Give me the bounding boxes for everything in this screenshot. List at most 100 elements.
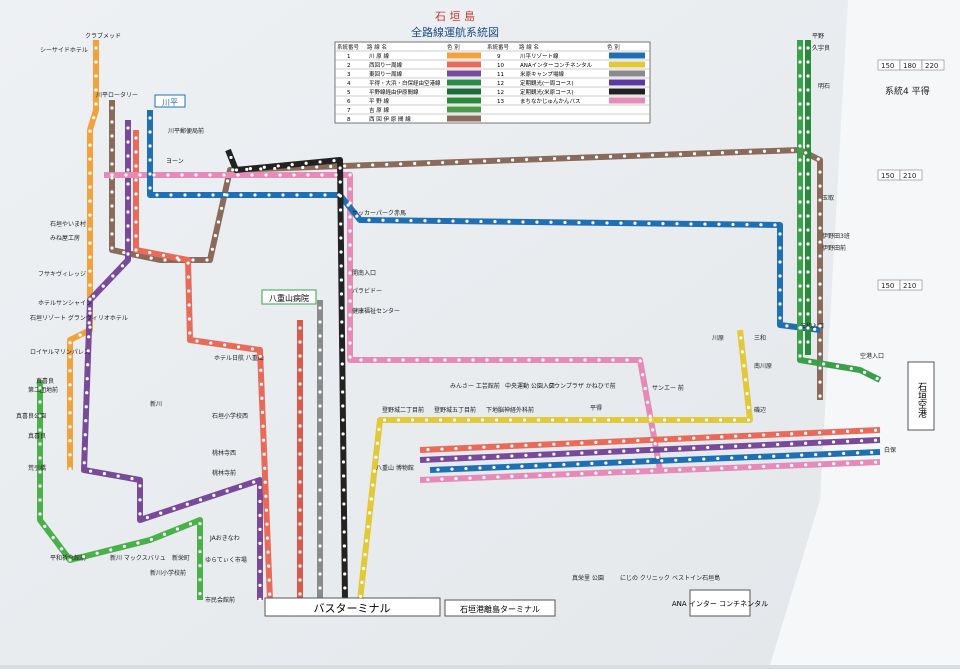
stop-dot <box>622 439 626 443</box>
stop-dot <box>619 221 623 225</box>
stop-dot <box>371 163 375 167</box>
stop-dot <box>513 358 517 362</box>
stop-dot <box>341 418 345 422</box>
stop-dot <box>369 497 373 501</box>
stop-daini: 第二団地前 <box>28 386 58 394</box>
stop-dot <box>790 432 794 436</box>
legend-swatch <box>447 115 481 122</box>
stop-paradise: パラビドー <box>352 287 382 295</box>
stop-dot <box>298 452 302 456</box>
stop-dot <box>798 354 802 358</box>
stop-dot <box>746 418 751 422</box>
stop-dot <box>195 339 199 343</box>
stop-dot <box>341 446 345 450</box>
stop-dot <box>198 550 202 554</box>
stop-dot <box>298 340 302 344</box>
airport-label: 石垣空港 <box>916 382 927 418</box>
stop-dot <box>298 564 302 568</box>
stop-dot <box>653 442 657 446</box>
stop-dot <box>295 193 299 197</box>
stop-dot <box>364 539 369 543</box>
stop-dot <box>454 456 458 461</box>
stop-dot <box>786 454 790 458</box>
stop-dot <box>360 580 364 585</box>
stop-dot <box>318 376 322 380</box>
stop-dot <box>806 116 810 120</box>
stop-dot <box>482 455 486 459</box>
stop-dot <box>116 474 120 478</box>
stop-dot <box>552 157 557 161</box>
stop-dot <box>186 275 191 279</box>
airport-box <box>907 361 935 431</box>
stop-dot <box>611 358 615 362</box>
stop-dot <box>43 524 47 529</box>
stop-dot <box>426 458 430 462</box>
stop-dot <box>88 297 92 301</box>
stop-clubmed: クラブメッド <box>85 32 121 40</box>
stop-momobayashi2: 桃林寺前 <box>212 469 236 477</box>
stop-dot <box>662 418 667 422</box>
stop-dot <box>566 441 570 446</box>
stop-dot <box>688 458 692 462</box>
stop-dot <box>818 394 822 398</box>
legend-no: 1 <box>347 54 351 60</box>
stop-dot <box>216 220 221 224</box>
stop-dot <box>510 454 514 458</box>
stop-dot <box>778 246 782 250</box>
stop-dot <box>806 158 810 162</box>
stop-dot <box>440 457 444 461</box>
legend-no: 8 <box>347 117 351 123</box>
stop-dot <box>68 383 72 387</box>
stop-dot <box>536 418 541 422</box>
fare-sheet <box>770 0 960 665</box>
stop-dot <box>149 537 154 542</box>
stop-dot <box>259 368 263 372</box>
stop-dot <box>580 441 584 445</box>
stop-dot <box>828 452 832 456</box>
stop-dot <box>175 527 180 531</box>
stop-dot <box>832 430 836 434</box>
stop-dot <box>806 60 810 64</box>
stop-dot <box>650 469 654 473</box>
legend-swatch2 <box>609 88 645 95</box>
stop-dot <box>135 253 140 257</box>
stop-dot <box>440 477 444 481</box>
stop-dot <box>124 173 128 177</box>
stop-dot <box>148 130 152 134</box>
stop-dot <box>382 418 387 422</box>
stop-dot <box>267 578 271 582</box>
stop-dot <box>38 456 42 460</box>
stop-ishigaki-sho: 石垣小学校西 <box>212 412 248 420</box>
stop-dot <box>248 167 252 171</box>
stop-dot <box>163 258 167 262</box>
stop-dot <box>798 130 802 134</box>
stop-dot <box>521 220 525 224</box>
stop-dot <box>748 434 752 438</box>
stop-dot <box>492 465 496 470</box>
stop-dot <box>706 151 711 155</box>
stop-kabira-rotary: 川平ロータリー <box>96 91 138 99</box>
stop-dot <box>339 264 343 268</box>
stop-dot <box>577 221 581 225</box>
stop-resort: 石垣リゾート グランヴィリオホテル <box>30 314 128 322</box>
stop-shinei: 新栄町 <box>172 554 190 562</box>
stop-shinkawa: 新川 <box>150 400 162 408</box>
stop-dot <box>426 448 430 452</box>
stop-dot <box>162 532 167 536</box>
stop-dot <box>120 264 125 268</box>
stop-dot <box>348 327 352 331</box>
stop-dot <box>479 219 483 224</box>
stop-dot <box>720 151 725 155</box>
stop-dot <box>342 488 346 492</box>
stop-dot <box>51 536 55 540</box>
stop-dot <box>678 468 682 472</box>
stop-dot <box>606 418 611 422</box>
stop-dot <box>262 438 266 442</box>
stop-dot <box>348 271 352 275</box>
ana-box <box>689 589 751 617</box>
stop-dot <box>318 334 322 338</box>
stop-dot <box>85 377 89 381</box>
stop-dot <box>648 414 652 418</box>
stop-dot <box>620 418 625 422</box>
legend-name: 川 原 線 <box>369 52 389 60</box>
